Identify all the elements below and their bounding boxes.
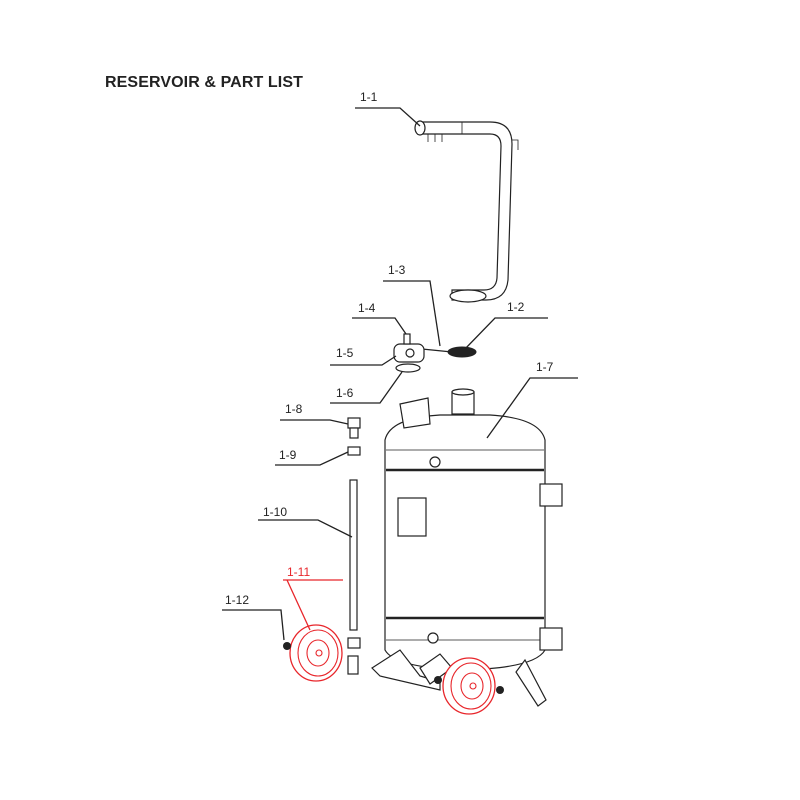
part-wheel-left	[289, 624, 343, 682]
part-fittings	[347, 417, 361, 456]
callout-1-1: 1-1	[355, 90, 421, 127]
part-tube	[347, 479, 361, 675]
callout-label: 1-7	[536, 360, 554, 374]
callout-label: 1-6	[336, 386, 354, 400]
callout-1-7: 1-7	[486, 360, 578, 439]
part-gasket	[447, 346, 477, 358]
callout-label: 1-11	[287, 565, 310, 579]
callout-1-11: 1-11	[283, 565, 343, 631]
callout-1-10: 1-10	[258, 505, 353, 538]
callout-label: 1-2	[507, 300, 525, 314]
callout-1-6: 1-6	[330, 371, 403, 404]
callout-1-4: 1-4	[352, 301, 407, 335]
part-wheel-right	[442, 657, 496, 715]
callout-1-8: 1-8	[280, 402, 349, 425]
callout-1-2: 1-2	[463, 300, 548, 351]
callout-label: 1-5	[336, 346, 354, 360]
callout-label: 1-1	[360, 90, 378, 104]
callout-1-12: 1-12	[222, 593, 285, 641]
callout-label: 1-10	[263, 505, 287, 519]
callout-label: 1-4	[358, 301, 376, 315]
callout-label: 1-8	[285, 402, 303, 416]
callout-label: 1-12	[225, 593, 249, 607]
page-title: RESERVOIR & PART LIST	[105, 74, 303, 91]
part-handle	[414, 120, 519, 303]
part-bolt	[283, 642, 291, 650]
callout-1-9: 1-9	[275, 448, 349, 466]
part-valve-assembly	[393, 333, 425, 373]
callout-1-5: 1-5	[330, 346, 397, 366]
callout-label: 1-9	[279, 448, 297, 462]
callout-1-3: 1-3	[383, 263, 441, 347]
part-tank	[371, 388, 563, 707]
callout-label: 1-3	[388, 263, 406, 277]
